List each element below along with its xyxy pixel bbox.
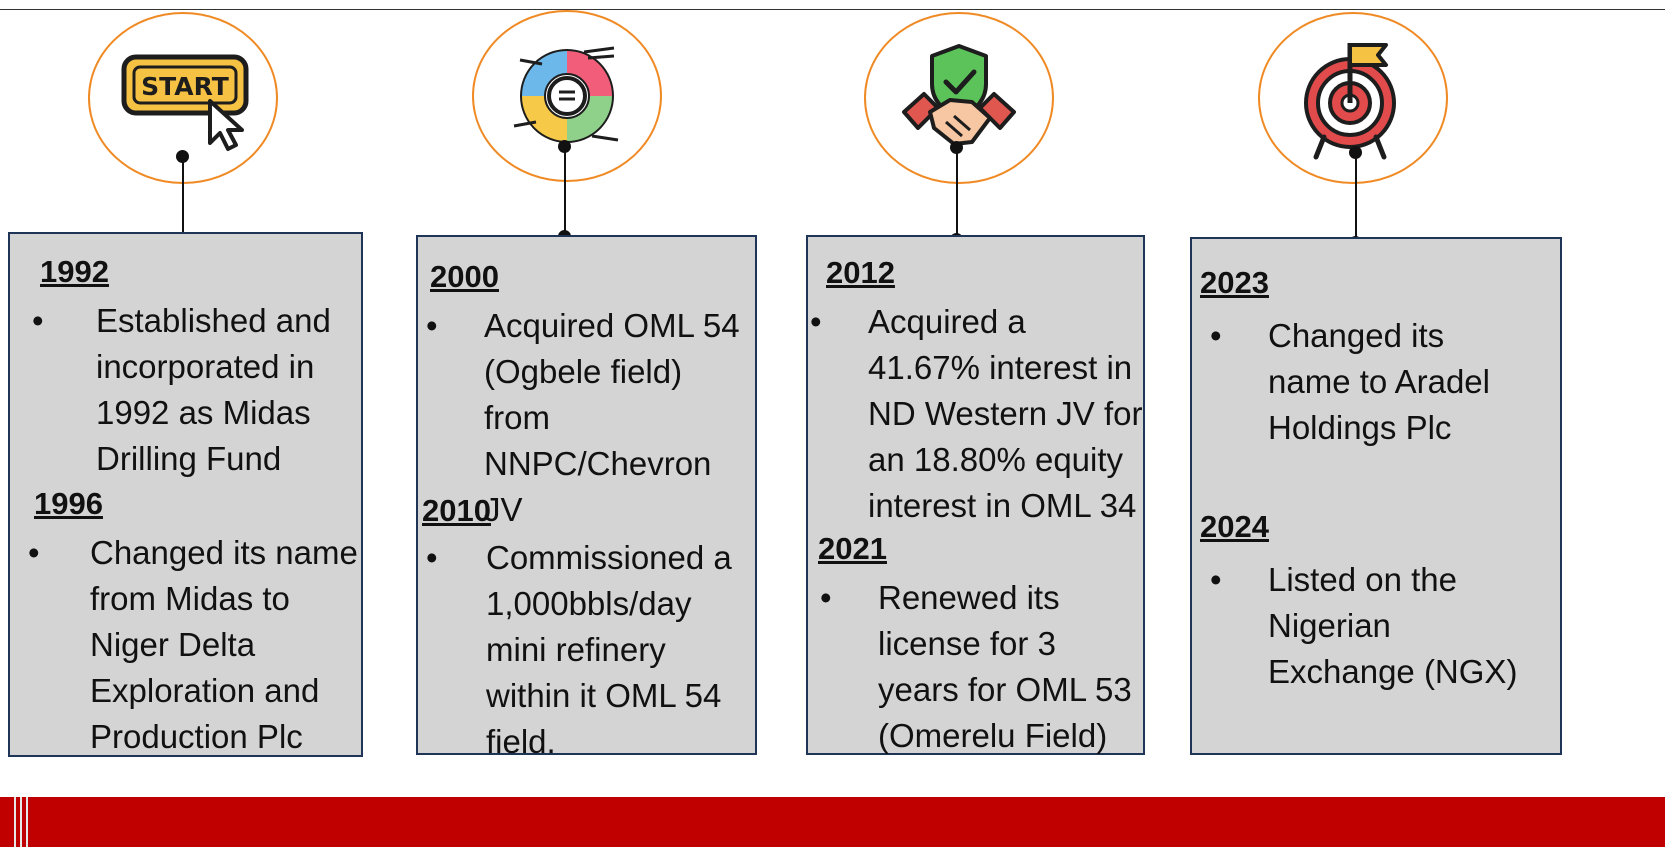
milestone-text: Renewed its license for 3 years for OML … xyxy=(878,575,1132,759)
milestone-circle-4 xyxy=(1258,12,1448,184)
bullet-marker: • xyxy=(28,534,40,571)
text-line: within it OML 54 xyxy=(486,677,722,714)
milestone-circle-2 xyxy=(472,10,662,182)
milestone-text: Acquired OML 54 (Ogbele field) from NNPC… xyxy=(484,303,755,533)
bullet-marker: • xyxy=(1210,561,1222,598)
text-line: from xyxy=(484,399,550,436)
milestone-text: Acquired a 41.67% interest in ND Western… xyxy=(868,299,1142,529)
timeline-card-3: 2012 • Acquired a 41.67% interest in ND … xyxy=(806,235,1145,755)
connector-line-3 xyxy=(956,147,958,239)
text-line: field. xyxy=(486,723,556,760)
year-label: 2012 xyxy=(826,255,895,290)
svg-text:START: START xyxy=(141,72,229,101)
timeline-card-2: 2000 • Acquired OML 54 (Ogbele field) fr… xyxy=(416,235,757,760)
text-line: Exchange (NGX) xyxy=(1268,653,1518,690)
milestone-text: Established and incorporated in 1992 as … xyxy=(96,298,331,482)
text-line: name to Aradel xyxy=(1268,363,1490,400)
text-line: Listed on the xyxy=(1268,561,1457,598)
year-label: 2000 xyxy=(430,259,499,294)
bullet-marker: • xyxy=(820,579,832,616)
text-line: incorporated in xyxy=(96,348,315,385)
text-line: ND Western JV for xyxy=(868,395,1143,432)
text-line: (Omerelu Field) xyxy=(878,717,1108,754)
text-line: Drilling Fund xyxy=(96,440,282,477)
text-line: years for OML 53 xyxy=(878,671,1132,708)
text-line: Renewed its xyxy=(878,579,1060,616)
donut-chart-icon xyxy=(513,46,619,143)
year-label: 2021 xyxy=(818,531,887,566)
bullet-marker: • xyxy=(426,539,438,576)
timeline-card-1: 1992 • Established and incorporated in 1… xyxy=(8,232,363,757)
target-flag-icon xyxy=(1304,43,1396,160)
text-line: interest in OML 34 xyxy=(868,487,1137,524)
text-line: license for 3 xyxy=(878,625,1056,662)
milestone-text: Commissioned a 1,000bbls/day mini refine… xyxy=(486,535,732,765)
start-button-icon: START xyxy=(121,54,249,151)
bullet-marker: • xyxy=(32,302,44,339)
handshake-shield-icon xyxy=(902,44,1016,146)
text-line: an 18.80% equity xyxy=(868,441,1124,478)
text-line: from Midas to xyxy=(90,580,290,617)
top-divider-line xyxy=(0,9,1665,10)
milestone-text: Listed on the Nigerian Exchange (NGX) xyxy=(1268,557,1517,695)
text-line: Production Plc xyxy=(90,718,303,755)
milestone-text: Changed its name to Aradel Holdings Plc xyxy=(1268,313,1490,451)
milestone-circle-1: START xyxy=(88,12,278,184)
text-line: Acquired OML 54 xyxy=(484,307,740,344)
footer-banner xyxy=(0,797,1665,847)
milestone-text: Changed its name from Midas to Niger Del… xyxy=(90,530,358,760)
year-label: 1996 xyxy=(34,486,103,521)
bullet-marker: • xyxy=(426,307,438,344)
year-label: 2010 xyxy=(422,493,491,528)
text-line: NNPC/Chevron JV xyxy=(484,445,712,528)
text-line: 1,000bbls/day xyxy=(486,585,692,622)
connector-line-2 xyxy=(564,146,566,236)
text-line: (Ogbele field) xyxy=(484,353,683,390)
timeline-card-4: 2023 • Changed its name to Aradel Holdin… xyxy=(1190,237,1562,755)
text-line: Acquired a xyxy=(868,303,1026,340)
milestone-circle-3 xyxy=(864,12,1054,184)
bullet-marker: • xyxy=(810,303,822,340)
text-line: Niger Delta xyxy=(90,626,256,663)
banner-stripes xyxy=(12,797,42,847)
text-line: Holdings Plc xyxy=(1268,409,1452,446)
text-line: Exploration and xyxy=(90,672,320,709)
text-line: Commissioned a xyxy=(486,539,732,576)
text-line: Established and xyxy=(96,302,331,339)
text-line: Changed its name xyxy=(90,534,358,571)
year-label: 2024 xyxy=(1200,509,1269,544)
text-line: mini refinery xyxy=(486,631,666,668)
year-label: 2023 xyxy=(1200,265,1269,300)
text-line: 41.67% interest in xyxy=(868,349,1133,386)
text-line: Nigerian xyxy=(1268,607,1391,644)
text-line: Changed its xyxy=(1268,317,1445,354)
text-line: 1992 as Midas xyxy=(96,394,311,431)
connector-line-4 xyxy=(1355,152,1357,242)
bullet-marker: • xyxy=(1210,317,1222,354)
connector-line-1 xyxy=(182,156,184,242)
year-label: 1992 xyxy=(40,254,109,289)
